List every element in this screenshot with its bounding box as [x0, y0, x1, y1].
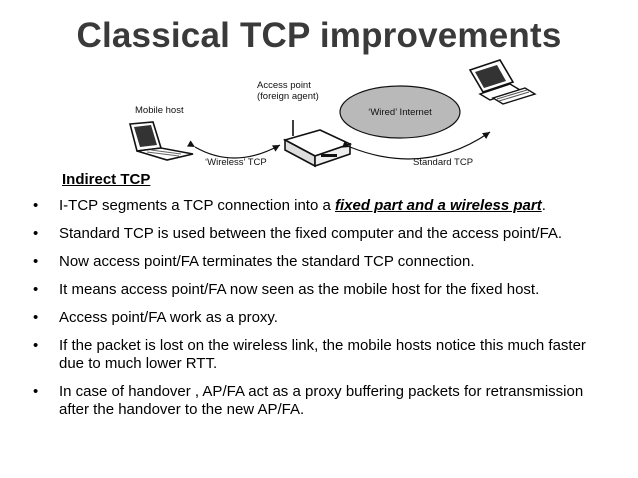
bullet-item: • It means access point/FA now seen as t…	[33, 281, 593, 299]
bullet-text: In case of handover , AP/FA act as a pro…	[59, 383, 584, 418]
bullet-text-end: .	[541, 197, 546, 214]
bullet-item: • I-TCP segments a TCP connection into a…	[33, 197, 593, 215]
bullet-text: Access point/FA work as a proxy.	[59, 309, 278, 326]
bullet-item: • Access point/FA work as a proxy.	[33, 309, 593, 327]
slide-title: Classical TCP improvements	[76, 16, 562, 55]
desktop-computer-icon	[468, 59, 537, 105]
bullet-item: • In case of handover , AP/FA act as a p…	[33, 383, 593, 419]
bullet-list: • I-TCP segments a TCP connection into a…	[33, 197, 593, 429]
access-point-label: Access point	[257, 80, 311, 91]
section-subheading: Indirect TCP	[62, 171, 151, 188]
bullet-text: I-TCP segments a TCP connection into a	[59, 197, 335, 214]
wireless-link-arrow	[186, 140, 281, 159]
access-point-icon	[282, 120, 353, 168]
bullet-text: Now access point/FA terminates the stand…	[59, 253, 475, 270]
bullet-text: If the packet is lost on the wireless li…	[59, 337, 586, 372]
bullet-emphasis: fixed part and a wireless part	[334, 197, 542, 214]
bullet-glyph: •	[33, 253, 39, 270]
bullet-glyph: •	[33, 225, 39, 242]
bullet-glyph: •	[33, 309, 39, 326]
standard-tcp-label: Standard TCP	[413, 157, 473, 168]
bullet-item: • If the packet is lost on the wireless …	[33, 337, 593, 373]
bullet-glyph: •	[33, 197, 39, 214]
itcp-diagram: Access point (foreign agent) Mobile host…	[128, 59, 537, 168]
bullet-text: Standard TCP is used between the fixed c…	[59, 225, 563, 242]
bullet-glyph: •	[33, 337, 39, 354]
bullet-item: • Standard TCP is used between the fixed…	[33, 225, 593, 243]
wired-link-arrow	[341, 131, 491, 160]
bullet-glyph: •	[33, 281, 39, 298]
foreign-agent-label: (foreign agent)	[257, 91, 319, 102]
bullet-item: • Now access point/FA terminates the sta…	[33, 253, 593, 271]
mobile-host-label: Mobile host	[135, 105, 184, 116]
laptop-icon	[128, 121, 194, 161]
wireless-tcp-label: ‘Wireless’ TCP	[205, 157, 267, 168]
bullet-text: It means access point/FA now seen as the…	[59, 281, 540, 298]
bullet-glyph: •	[33, 383, 39, 400]
wired-internet-label: ‘Wired’ Internet	[368, 107, 432, 118]
